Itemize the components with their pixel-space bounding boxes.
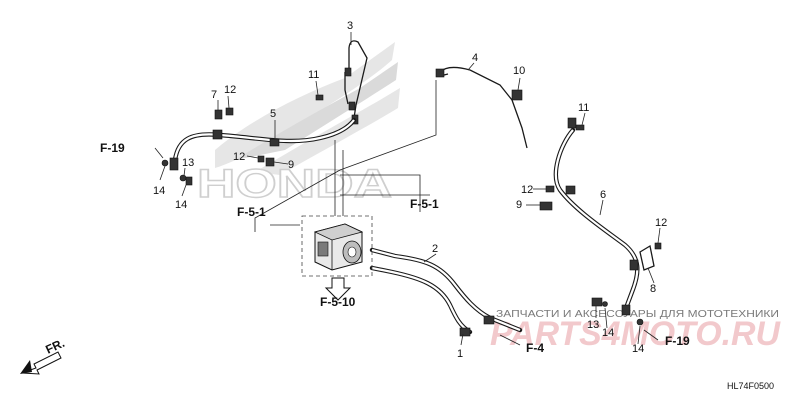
- ref-f19-left: F-19: [100, 141, 125, 155]
- front-label: FR.: [43, 336, 66, 357]
- part-6-brake-hose: [553, 117, 640, 316]
- callout-5: 5: [270, 108, 276, 120]
- callout-2: 2: [432, 243, 438, 255]
- abs-modulator-unit: [301, 140, 430, 277]
- front-direction-arrow: FR.: [20, 336, 67, 375]
- callout-leaders: [154, 32, 661, 346]
- watermark: PARTS4MOTO.RU ЗАПЧАСТИ И АКСЕССУАРЫ ДЛЯ …: [490, 309, 781, 353]
- ref-f19-right: F-19: [665, 334, 690, 348]
- callout-11-left: 11: [308, 69, 319, 81]
- down-arrow-icon: [324, 277, 352, 301]
- part-callouts: 3 4 11 7 12 5 12 9 13 14 14 2 1 10 11 12…: [153, 20, 667, 360]
- honda-wing-logo: HONDA: [196, 42, 400, 207]
- part-5-brake-hose: [169, 117, 357, 171]
- watermark-text: ЗАПЧАСТИ И АКСЕССУАРЫ ДЛЯ МОТОТЕХНИКИ: [496, 309, 779, 320]
- callout-12-right: 12: [655, 217, 667, 229]
- ref-f4: F-4: [526, 341, 544, 355]
- background-brand-text: HONDA: [197, 162, 392, 206]
- callout-14-left-b: 14: [175, 199, 187, 211]
- callout-9-right: 9: [516, 199, 522, 211]
- part-4-brake-pipe: [435, 66, 528, 149]
- callout-8: 8: [650, 283, 656, 295]
- callout-3: 3: [347, 20, 353, 32]
- callout-13-right: 13: [587, 319, 599, 331]
- drawing-code: HL74F0500: [727, 381, 774, 391]
- callout-11-right: 11: [578, 102, 589, 114]
- part-2-brake-pipe: [369, 247, 523, 333]
- callout-1: 1: [457, 348, 463, 360]
- callout-9-left: 9: [288, 159, 294, 171]
- callout-12-top-left: 12: [224, 84, 236, 96]
- section-references: F-19 F-5-1 F-5-1 F-5-10 F-4 F-19: [100, 141, 690, 355]
- reference-leaders: [254, 80, 437, 232]
- callout-13-left: 13: [182, 157, 194, 169]
- part-1-brake-pipe: [369, 265, 495, 337]
- ref-f510: F-5-10: [320, 295, 356, 309]
- callout-14-right-a: 14: [602, 327, 614, 339]
- callout-10: 10: [513, 65, 525, 77]
- watermark-logo: PARTS4MOTO.RU: [490, 315, 781, 353]
- part-8-bracket: [639, 244, 655, 271]
- callout-4: 4: [472, 52, 478, 64]
- callout-6: 6: [600, 189, 606, 201]
- callout-12-mid-left: 12: [233, 151, 245, 163]
- callout-14-left-a: 14: [153, 185, 165, 197]
- callout-14-right-b: 14: [632, 343, 644, 355]
- ref-f51-right: F-5-1: [410, 197, 439, 211]
- callout-12-mid-right: 12: [521, 184, 533, 196]
- ref-f51-left: F-5-1: [237, 205, 266, 219]
- hardware: [161, 89, 662, 326]
- callout-7: 7: [211, 89, 217, 101]
